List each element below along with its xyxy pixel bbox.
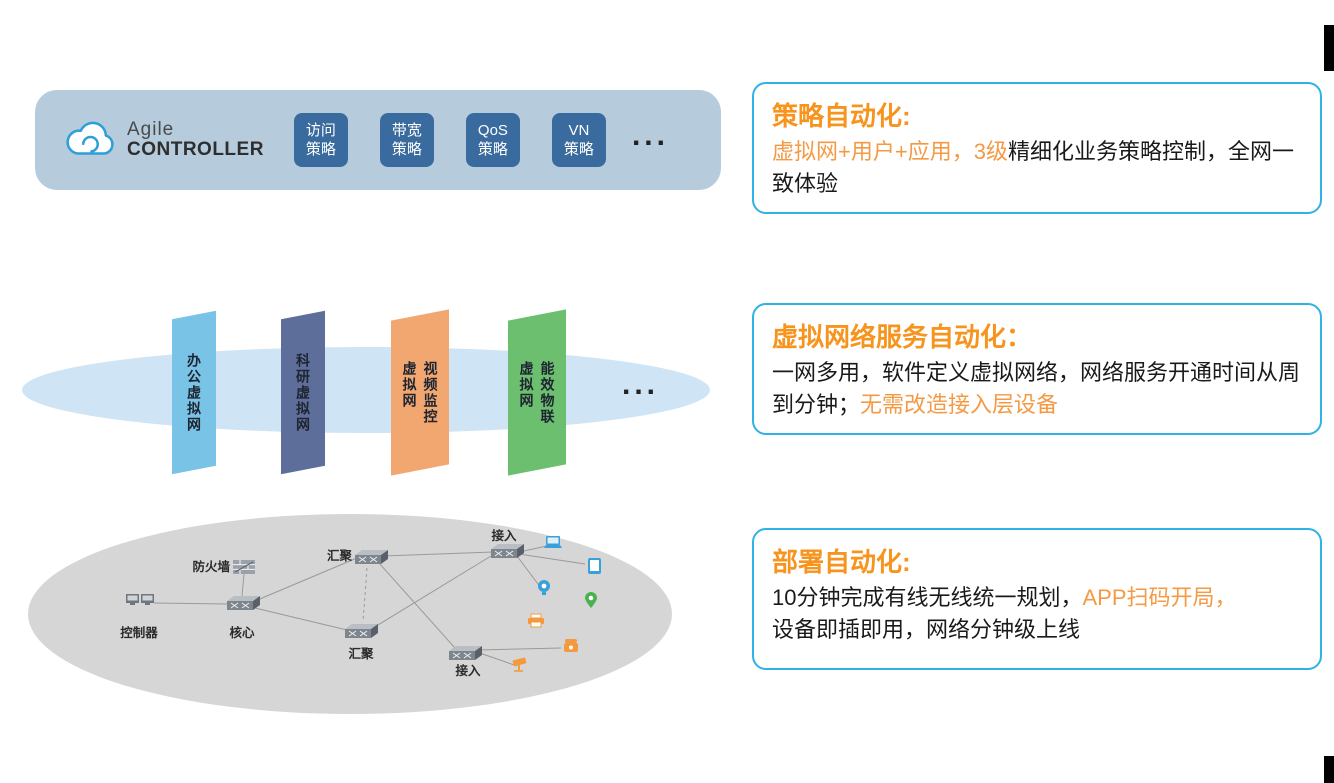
callout-deployment-automation: 部署自动化: 10分钟完成有线无线统一规划，APP扫码开局， 设备即插即用，网络… bbox=[752, 528, 1322, 670]
plane-label: 办公虚拟网 bbox=[183, 353, 205, 433]
laptop-icon bbox=[544, 536, 562, 548]
device-labels: 控制器 防火墙 核心 汇聚 汇聚 接入 接入 bbox=[120, 528, 517, 678]
callout-title: 策略自动化: bbox=[772, 101, 911, 131]
policy-box-group: 访问 策略 带宽 策略 QoS 策略 VN 策略 bbox=[293, 113, 606, 167]
policy-box-bandwidth: 带宽 策略 bbox=[379, 113, 434, 167]
callout-highlight: APP扫码开局， bbox=[1082, 585, 1237, 610]
monitor-icon bbox=[588, 558, 601, 574]
aggregation-switch-icon bbox=[344, 623, 379, 639]
callout-body: 10分钟完成有线无线统一规划，APP扫码开局， 设备即插即用，网络分钟级上线 bbox=[772, 582, 1302, 646]
agile-controller-logo: Agile CONTROLLER bbox=[61, 118, 264, 162]
policy-label: VN bbox=[568, 121, 590, 139]
callout-text: 10分钟完成有线无线统一规划， bbox=[772, 585, 1083, 610]
virtual-layer-ellipse bbox=[22, 347, 710, 433]
callout-virtual-network-automation: 虚拟网络服务自动化： 一网多用，软件定义虚拟网络，网络服务开通时间从周到分钟；无… bbox=[752, 303, 1322, 435]
aggregation-switch-icon bbox=[354, 549, 389, 565]
physical-network-ellipse bbox=[28, 514, 672, 714]
callout-line: 设备即插即用，网络分钟级上线 bbox=[772, 614, 1302, 646]
callout-body: 虚拟网+用户+应用，3级精细化业务策略控制，全网一致体验 bbox=[772, 136, 1302, 200]
brand-name-controller: CONTROLLER bbox=[127, 139, 264, 160]
access-label: 接入 bbox=[455, 663, 481, 678]
plane-label-col: 科研虚拟网 bbox=[295, 352, 311, 433]
physical-network-diagram: 控制器 防火墙 核心 汇聚 汇聚 接入 接入 bbox=[28, 514, 672, 714]
edge-mark-top bbox=[1324, 25, 1334, 71]
policy-label: 策略 bbox=[477, 141, 508, 158]
policy-box-vn: VN 策略 bbox=[551, 113, 606, 167]
policy-label: 访问 bbox=[305, 121, 336, 139]
plane-label-col: 虚拟网 bbox=[518, 360, 535, 409]
core-switch-icon bbox=[226, 595, 261, 611]
plane-label-col: 办公虚拟网 bbox=[186, 352, 202, 433]
plane-label-col: 能效物联 bbox=[539, 360, 556, 425]
plane-research-vn: 科研虚拟网 bbox=[281, 310, 325, 475]
policy-label: 带宽 bbox=[391, 121, 422, 139]
edge-mark-bottom bbox=[1324, 756, 1334, 783]
callout-highlight: 虚拟网+用户+应用，3级 bbox=[772, 139, 1008, 164]
firewall-label: 防火墙 bbox=[192, 559, 230, 574]
topology-links bbox=[153, 545, 586, 667]
callout-title: 部署自动化: bbox=[772, 547, 911, 577]
brand-text: Agile CONTROLLER bbox=[127, 120, 264, 160]
access-label: 接入 bbox=[491, 528, 517, 543]
policy-box-access: 访问 策略 bbox=[293, 113, 348, 167]
phone-icon bbox=[564, 639, 578, 652]
policy-label: 策略 bbox=[563, 141, 594, 158]
plane-label-col: 虚拟网 bbox=[401, 360, 418, 409]
plane-label: 科研虚拟网 bbox=[292, 353, 314, 433]
cloud-icon bbox=[66, 121, 114, 155]
callout-title: 虚拟网络服务自动化： bbox=[772, 322, 1033, 352]
plane-office-vn: 办公虚拟网 bbox=[172, 310, 216, 475]
firewall-icon bbox=[232, 559, 256, 575]
core-label: 核心 bbox=[229, 625, 255, 640]
callout-text: 精细化业务策略控制，全网一致体验 bbox=[772, 139, 1294, 196]
plane-label-col: 视频监控 bbox=[422, 360, 439, 425]
callout-body: 一网多用，软件定义虚拟网络，网络服务开通时间从周到分钟；无需改造接入层设备 bbox=[772, 357, 1302, 421]
access-switch-icon bbox=[448, 645, 483, 661]
policy-label: 策略 bbox=[391, 141, 422, 158]
policy-label: 策略 bbox=[305, 141, 336, 158]
access-switch-icon bbox=[490, 543, 525, 559]
callout-highlight: 无需改造接入层设备 bbox=[860, 391, 1059, 417]
callout-text: 一网多用，软件定义虚拟网络，网络服务开通时间从周到分钟； bbox=[772, 360, 1301, 417]
plane-label: 能效物联 虚拟网 bbox=[516, 361, 559, 425]
ellipsis: ... bbox=[631, 119, 669, 152]
brand-name-agile: Agile bbox=[127, 119, 175, 141]
policy-box-qos: QoS 策略 bbox=[465, 113, 520, 167]
callout-text: 设备即插即用，网络分钟级上线 bbox=[772, 616, 1081, 642]
plane-energy-iot-vn: 能效物联 虚拟网 bbox=[508, 309, 566, 476]
agile-controller-bar: Agile CONTROLLER 访问 策略 带宽 策略 QoS 策略 VN 策… bbox=[35, 90, 721, 190]
plane-video-surveillance-vn: 视频监控 虚拟网 bbox=[391, 309, 449, 476]
policy-label: QoS bbox=[477, 121, 508, 139]
callout-line: 10分钟完成有线无线统一规划，APP扫码开局， bbox=[772, 582, 1302, 614]
aggregation-label: 汇聚 bbox=[348, 647, 374, 661]
ellipsis: ... bbox=[622, 368, 660, 401]
aggregation-label: 汇聚 bbox=[327, 549, 353, 563]
plane-label: 视频监控 虚拟网 bbox=[399, 361, 442, 425]
controller-label: 控制器 bbox=[120, 625, 158, 640]
callout-policy-automation: 策略自动化: 虚拟网+用户+应用，3级精细化业务策略控制，全网一致体验 bbox=[752, 82, 1322, 214]
